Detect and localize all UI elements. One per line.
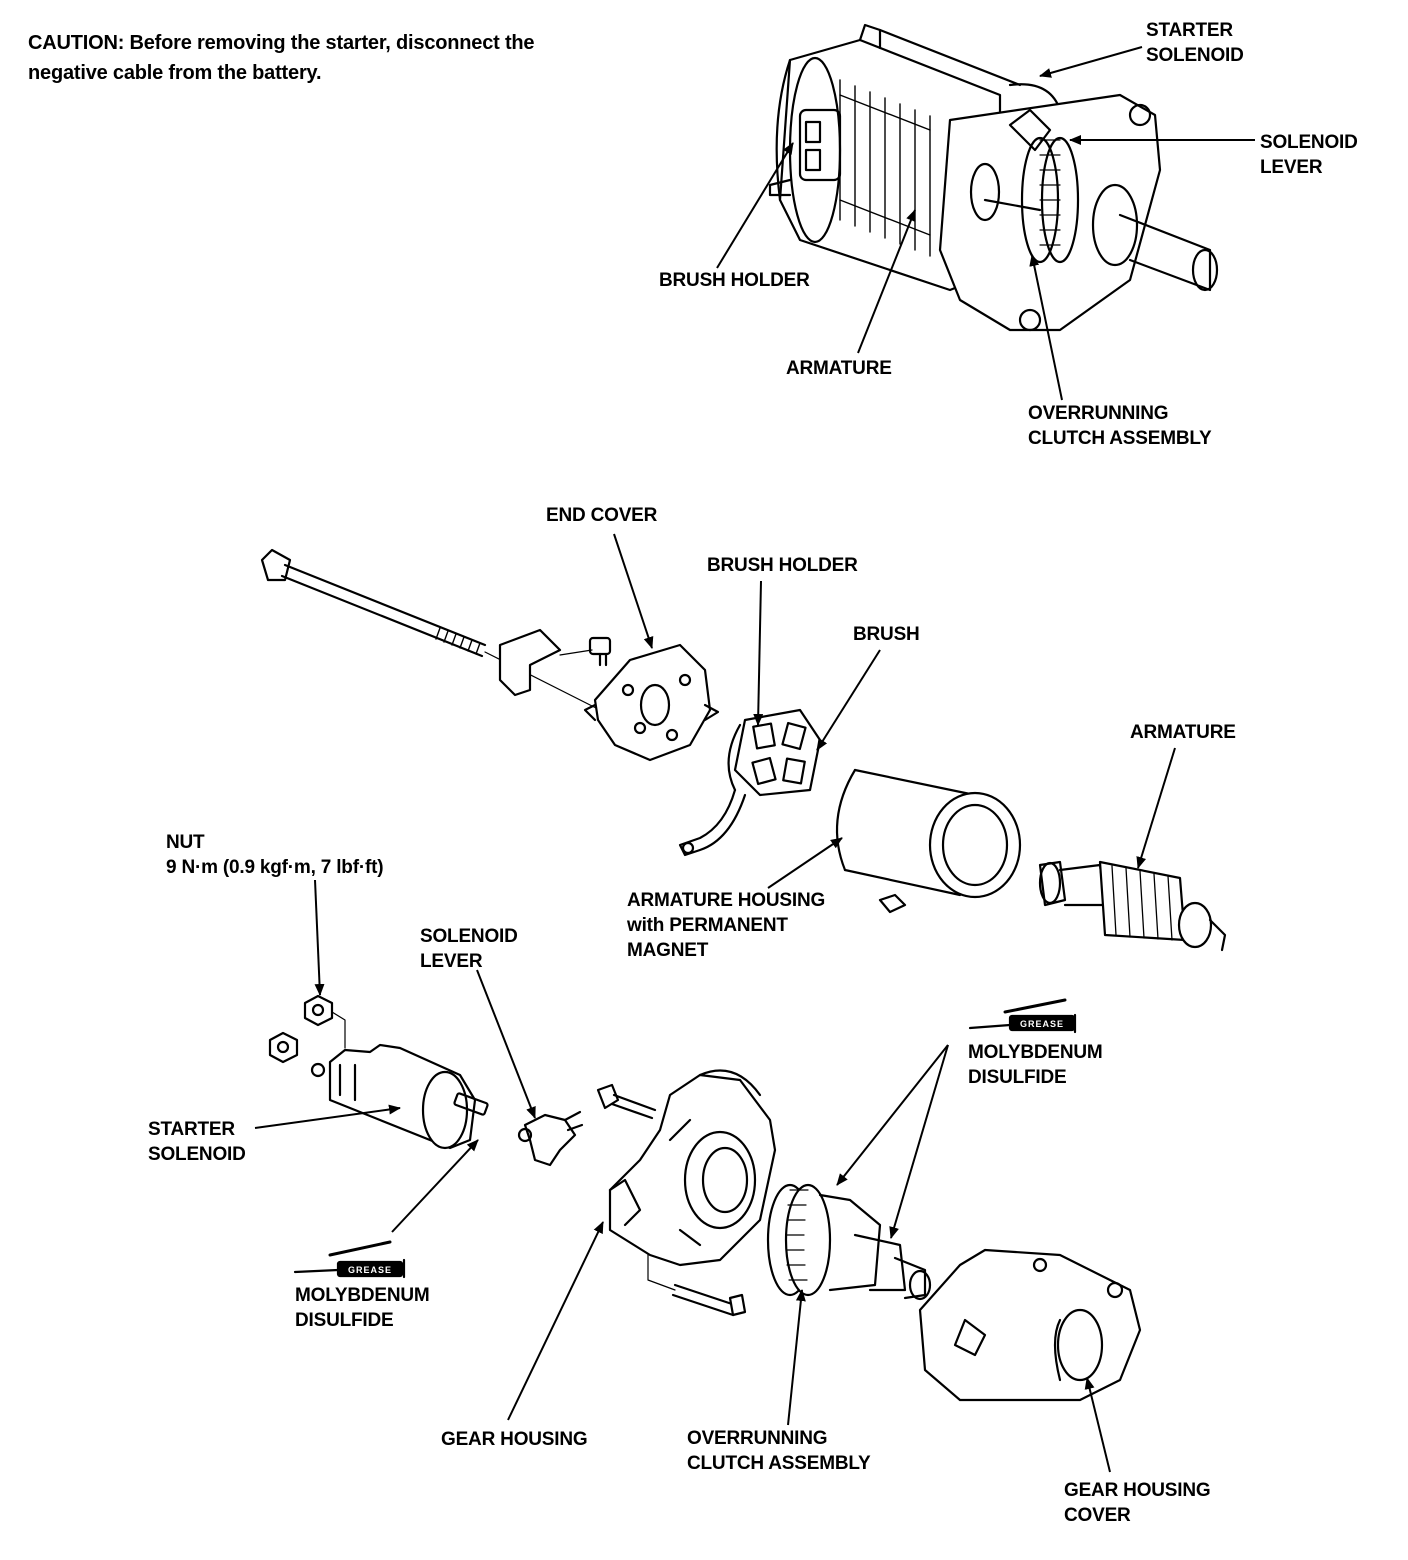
leader-clutch-top	[1029, 254, 1063, 401]
leader-moly-right-a	[836, 1044, 949, 1186]
label-nut: NUT 9 N·m (0.9 kgf·m, 7 lbf·ft)	[166, 832, 384, 878]
bracket-drawing	[498, 628, 562, 697]
label-moly-left: MOLYBDENUM DISULFIDE	[295, 1285, 430, 1331]
leader-armature-top	[857, 209, 916, 354]
caution-note: CAUTION: Before removing the starter, di…	[28, 28, 535, 88]
leader-brush-holder-top	[716, 142, 794, 269]
leader-gear-housing-cover	[1084, 1377, 1111, 1473]
gear-housing-drawing	[608, 1069, 777, 1267]
leader-armature	[1136, 747, 1176, 869]
grease-tag-right: GREASE	[1020, 1019, 1064, 1029]
label-moly-right: MOLYBDENUM DISULFIDE	[968, 1042, 1103, 1088]
overrunning-clutch-drawing	[766, 1183, 932, 1301]
label-gear-housing-cover: GEAR HOUSING COVER	[1064, 1480, 1211, 1526]
caution-line-1: CAUTION: Before removing the starter, di…	[28, 32, 535, 54]
gear-housing-cover-drawing	[918, 1248, 1142, 1402]
grease-tag-left: GREASE	[348, 1265, 392, 1275]
leader-brush	[816, 649, 881, 751]
caution-line-2: negative cable from the battery.	[28, 62, 322, 84]
brush-holder-drawing	[678, 708, 822, 857]
label-clutch-top: OVERRUNNING CLUTCH ASSEMBLY	[1028, 403, 1212, 449]
leader-armature-housing	[767, 837, 843, 889]
leader-starter-solenoid-top	[1039, 46, 1143, 78]
label-starter-solenoid-top: STARTER SOLENOID	[1146, 20, 1244, 66]
leader-nut	[314, 879, 325, 996]
end-cover-drawing	[583, 643, 720, 762]
leader-brush-holder	[753, 580, 764, 726]
leader-moly-right-b	[889, 1044, 949, 1239]
label-end-cover: END COVER	[546, 505, 658, 526]
gear-housing-bolt-drawing	[596, 1083, 747, 1317]
label-armature: ARMATURE	[1130, 722, 1236, 743]
leader-clutch	[787, 1289, 806, 1426]
solenoid-lever-drawing	[517, 1110, 584, 1167]
label-gear-housing: GEAR HOUSING	[441, 1429, 588, 1450]
label-brush-holder-top: BRUSH HOLDER	[659, 270, 810, 291]
label-solenoid-lever-top: SOLENOID LEVER	[1260, 132, 1358, 178]
label-brush: BRUSH	[853, 624, 920, 645]
armature-drawing	[1038, 860, 1227, 952]
assembled-starter-drawing	[768, 23, 1219, 332]
armature-housing-drawing	[835, 768, 1022, 914]
label-solenoid-lever: SOLENOID LEVER	[420, 926, 518, 972]
leader-gear-housing	[507, 1221, 604, 1421]
label-armature-housing: ARMATURE HOUSING with PERMANENT MAGNET	[627, 890, 826, 961]
label-brush-holder: BRUSH HOLDER	[707, 555, 858, 576]
leader-moly-left	[391, 1139, 479, 1233]
through-bolt-drawing	[260, 548, 601, 711]
leader-end-cover	[613, 533, 654, 649]
label-clutch: OVERRUNNING CLUTCH ASSEMBLY	[687, 1428, 871, 1474]
grease-tube-right-icon	[968, 998, 1077, 1034]
label-starter-solenoid: STARTER SOLENOID	[148, 1119, 246, 1165]
grease-tube-left-icon	[293, 1240, 406, 1279]
label-armature-top: ARMATURE	[786, 358, 892, 379]
starter-solenoid-drawing	[310, 1043, 489, 1150]
leader-starter-solenoid	[254, 1104, 401, 1129]
end-cover-screw-drawing	[559, 636, 612, 667]
leader-solenoid-lever	[476, 969, 536, 1119]
nut-drawing	[268, 994, 346, 1064]
